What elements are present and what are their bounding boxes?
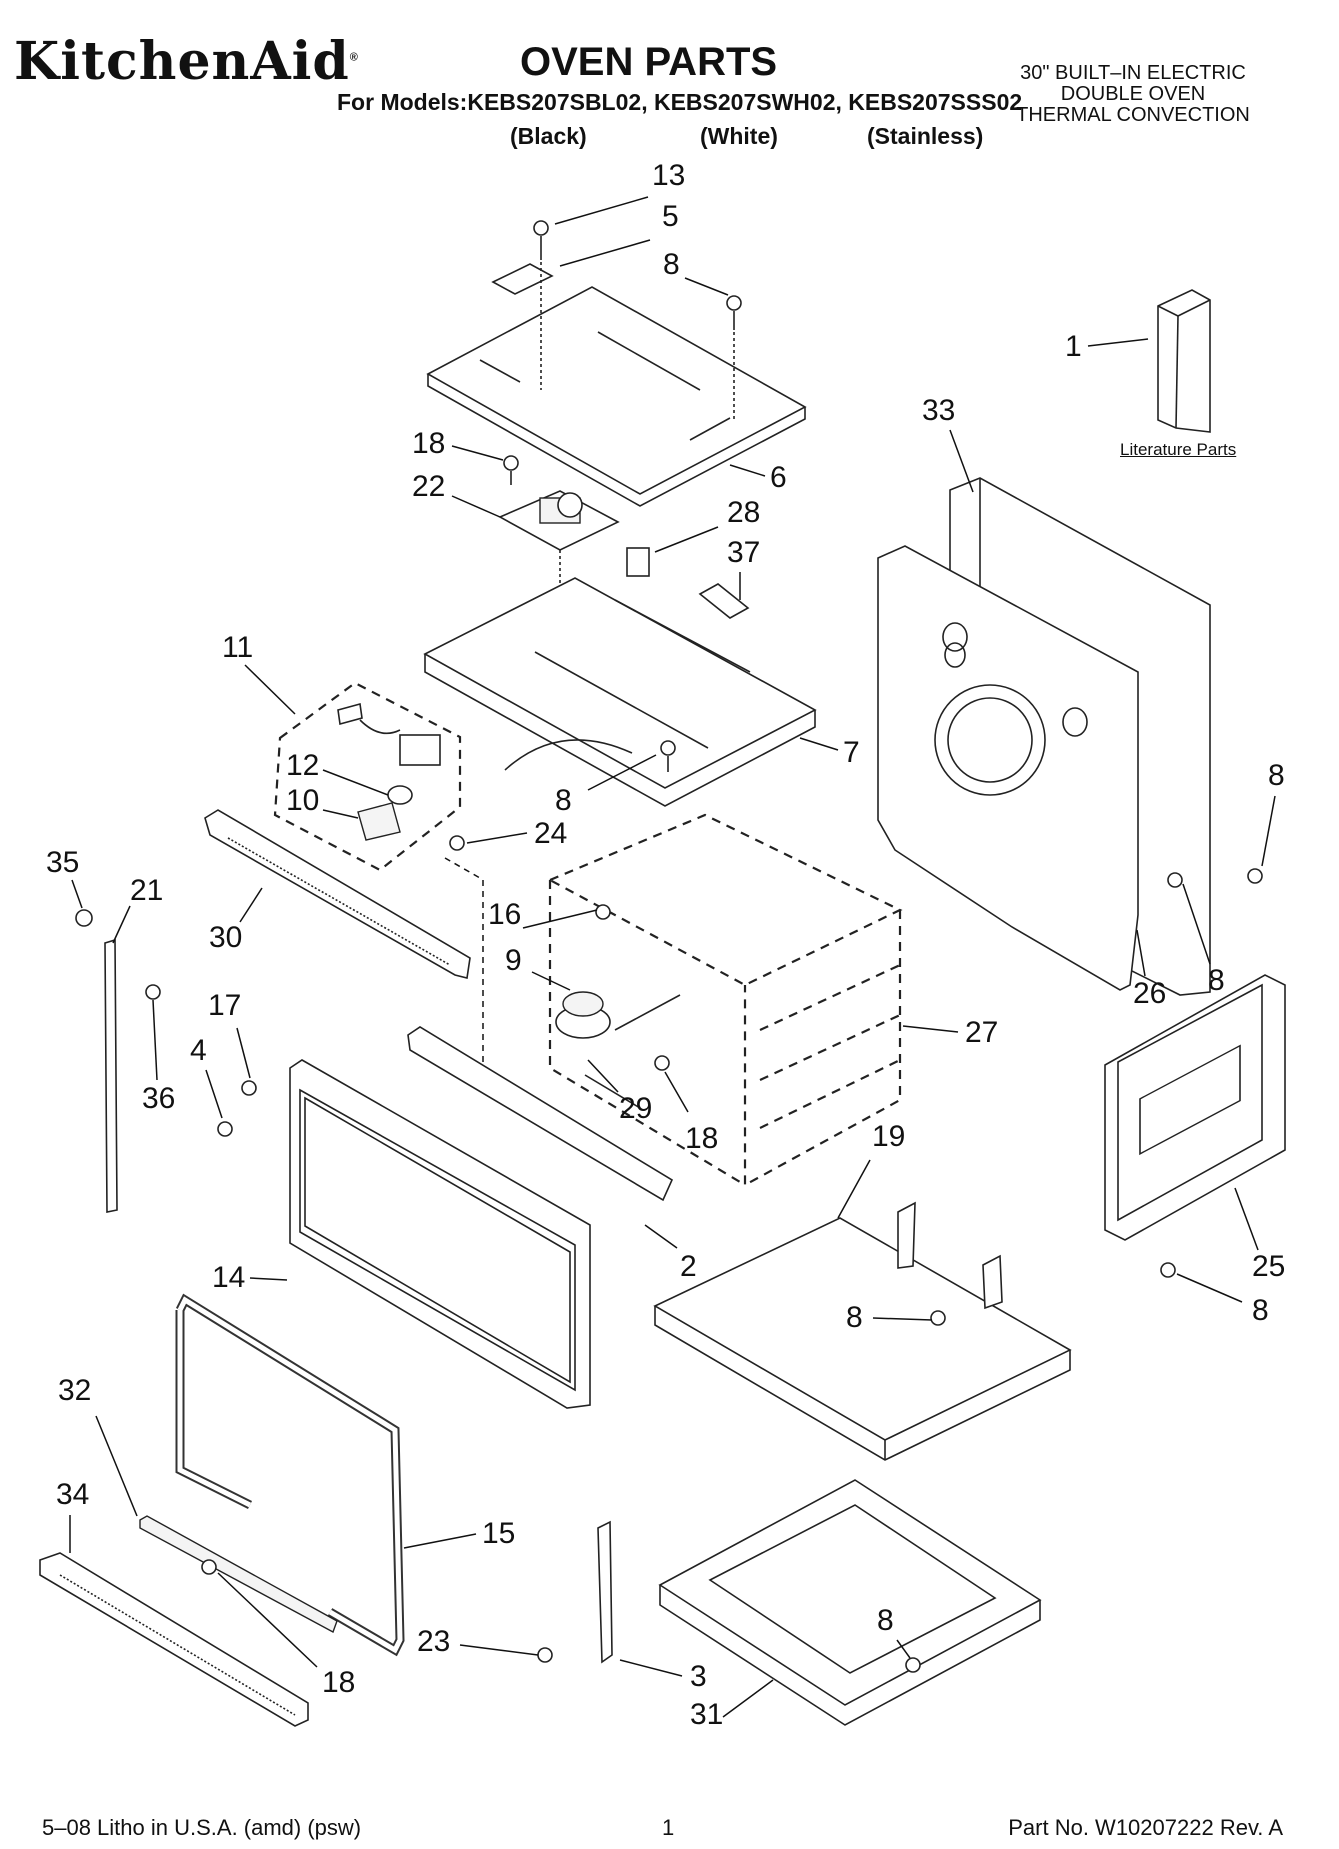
callout-13: 13 xyxy=(652,159,685,192)
callout-11: 11 xyxy=(222,631,253,664)
brand-logo: KitchenAid® xyxy=(14,31,359,92)
callout-23: 23 xyxy=(417,1625,450,1658)
part-trim-2 xyxy=(407,1026,674,1202)
callout-8-right-lower: 8 xyxy=(1252,1294,1269,1327)
callout-25: 25 xyxy=(1252,1250,1285,1283)
callout-19: 19 xyxy=(872,1120,905,1153)
literature-parts-label: Literature Parts xyxy=(1120,440,1237,459)
callout-15: 15 xyxy=(482,1517,515,1550)
callout-37: 37 xyxy=(727,536,760,569)
variant-black: (Black) xyxy=(510,123,587,149)
callout-16: 16 xyxy=(488,898,521,931)
callout-18-lower: 18 xyxy=(322,1666,355,1699)
part-oven-cavity xyxy=(547,813,903,1187)
part-hinge-strip xyxy=(75,909,257,1213)
desc-line-1: 30" BUILT–IN ELECTRIC xyxy=(1020,62,1246,84)
callout-4: 4 xyxy=(190,1034,207,1067)
appliance-description: 30" BUILT–IN ELECTRIC DOUBLE OVEN THERMA… xyxy=(983,63,1283,126)
callout-17: 17 xyxy=(208,989,241,1022)
callout-7: 7 xyxy=(843,736,860,769)
callout-9: 9 xyxy=(505,944,522,977)
callout-8-bottom: 8 xyxy=(877,1604,894,1637)
callout-12: 12 xyxy=(286,749,319,782)
part-front-frame-14 xyxy=(289,1059,591,1409)
page-title: OVEN PARTS xyxy=(520,40,778,84)
callout-26: 26 xyxy=(1133,977,1166,1010)
callout-18-upper: 18 xyxy=(412,427,445,460)
part-oven-top-tray xyxy=(423,577,817,807)
callout-2: 2 xyxy=(680,1250,697,1283)
part-shelf-19 xyxy=(653,1201,1072,1461)
part-screw-8-mid xyxy=(660,740,676,772)
footer-litho: 5–08 Litho in U.S.A. (amd) (psw) xyxy=(42,1815,362,1840)
callout-33: 33 xyxy=(922,394,955,427)
part-bottom-tray-31 xyxy=(658,1479,1042,1726)
part-kick-trim-34 xyxy=(39,1552,309,1727)
part-top-bracket xyxy=(491,263,554,295)
callout-5: 5 xyxy=(662,200,679,233)
part-light-assembly xyxy=(273,681,465,872)
callout-32: 32 xyxy=(58,1374,91,1407)
callout-6: 6 xyxy=(770,461,787,494)
callout-labels: 13 5 8 1 33 18 6 22 28 37 11 7 12 10 8 8… xyxy=(46,159,1285,1731)
part-vent-trim-30 xyxy=(204,809,471,979)
desc-line-2: DOUBLE OVEN xyxy=(1060,83,1206,105)
callout-10: 10 xyxy=(286,784,319,817)
part-sensor-28 xyxy=(626,547,650,577)
part-bracket-3 xyxy=(537,1520,613,1664)
callout-3: 3 xyxy=(690,1660,707,1693)
callout-8-right-upper: 8 xyxy=(1268,759,1285,792)
callout-28: 28 xyxy=(727,496,760,529)
callout-8-top: 8 xyxy=(663,248,680,281)
footer-part-number: Part No. W10207222 Rev. A xyxy=(1008,1815,1283,1840)
part-side-panel-25 xyxy=(1104,974,1286,1278)
footer-page-number: 1 xyxy=(662,1815,675,1840)
part-gasket-15 xyxy=(175,1293,405,1657)
callout-14: 14 xyxy=(212,1261,245,1294)
callout-21: 21 xyxy=(130,874,163,907)
callout-8-shelf: 8 xyxy=(846,1301,863,1334)
callout-36: 36 xyxy=(142,1082,175,1115)
desc-line-3: THERMAL CONVECTION xyxy=(1016,104,1250,126)
callout-8-left-mid: 8 xyxy=(555,784,572,817)
callout-1: 1 xyxy=(1065,330,1082,363)
part-vent-strip-32 xyxy=(139,1515,338,1634)
callout-18-mid: 18 xyxy=(685,1122,718,1155)
callout-27: 27 xyxy=(965,1016,998,1049)
variant-stainless: (Stainless) xyxy=(867,123,984,149)
callout-30: 30 xyxy=(209,921,242,954)
variant-white: (White) xyxy=(700,123,778,149)
callout-22: 22 xyxy=(412,470,445,503)
part-thermostat-bracket xyxy=(498,490,620,700)
callout-8-right-mid: 8 xyxy=(1208,964,1225,997)
models-line: For Models:KEBS207SBL02, KEBS207SWH02, K… xyxy=(337,89,1023,115)
callout-35: 35 xyxy=(46,846,79,879)
part-top-panel xyxy=(426,286,807,507)
part-bracket-37 xyxy=(698,583,750,619)
callout-29: 29 xyxy=(619,1092,652,1125)
callout-24: 24 xyxy=(534,817,567,850)
callout-34: 34 xyxy=(56,1478,89,1511)
part-screws-top xyxy=(503,220,742,485)
callout-31: 31 xyxy=(690,1698,723,1731)
part-literature xyxy=(1157,289,1211,433)
part-rear-panel-26 xyxy=(877,545,1263,991)
